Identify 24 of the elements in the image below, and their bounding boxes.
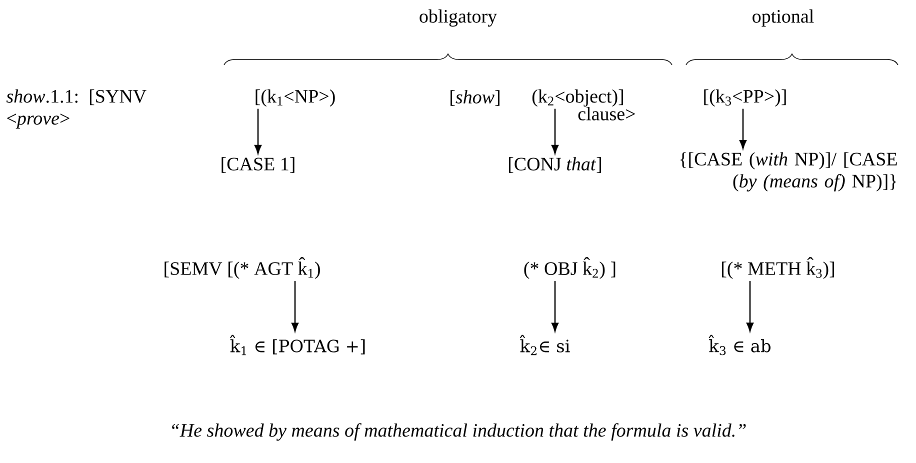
label: show.1.1: [SYNV <prove> bbox=[6, 89, 146, 129]
formula-text: (* OBJ k̂$_{2}$) ] bbox=[524, 257, 616, 279]
formula-text: [SEMV [(* AGT k̂$_{1}$) bbox=[164, 257, 320, 279]
arrow bbox=[551, 108, 559, 154]
formula-text: [CONJ that] bbox=[509, 157, 601, 173]
arrow bbox=[739, 108, 747, 149]
formula-text: (k$_{2}$<object)] bbox=[532, 89, 623, 107]
formula-text: k̂$_{1}$ ∈ [POTAG +] bbox=[230, 334, 365, 356]
label: optional bbox=[752, 9, 814, 27]
arrow bbox=[254, 108, 262, 154]
formula-text: [(k$_{3}$<PP>)] bbox=[704, 89, 786, 107]
arrow bbox=[746, 281, 754, 332]
caption: “He showed by means of mathematical induction that the formula is valid.” bbox=[172, 423, 746, 441]
formula-text: [(* METH k̂$_{3}$)] bbox=[722, 257, 834, 279]
arrow bbox=[291, 281, 299, 332]
formula-text: k̂$_{3}$ ∈ ab bbox=[708, 334, 770, 356]
beside-text: clause> bbox=[578, 107, 635, 120]
label: [show] bbox=[450, 90, 500, 106]
arrow bbox=[551, 281, 559, 332]
formula-text: [(k$_{1}$<NP>) bbox=[256, 89, 335, 107]
formula-text: [CASE 1] bbox=[222, 157, 294, 173]
label: obligatory bbox=[420, 9, 497, 27]
formula-text: k̂$_{2}$∈ si bbox=[520, 334, 570, 356]
formula-text: {[CASE (with NP)]/ [CASE (by (means of) NP)]} bbox=[680, 152, 897, 192]
